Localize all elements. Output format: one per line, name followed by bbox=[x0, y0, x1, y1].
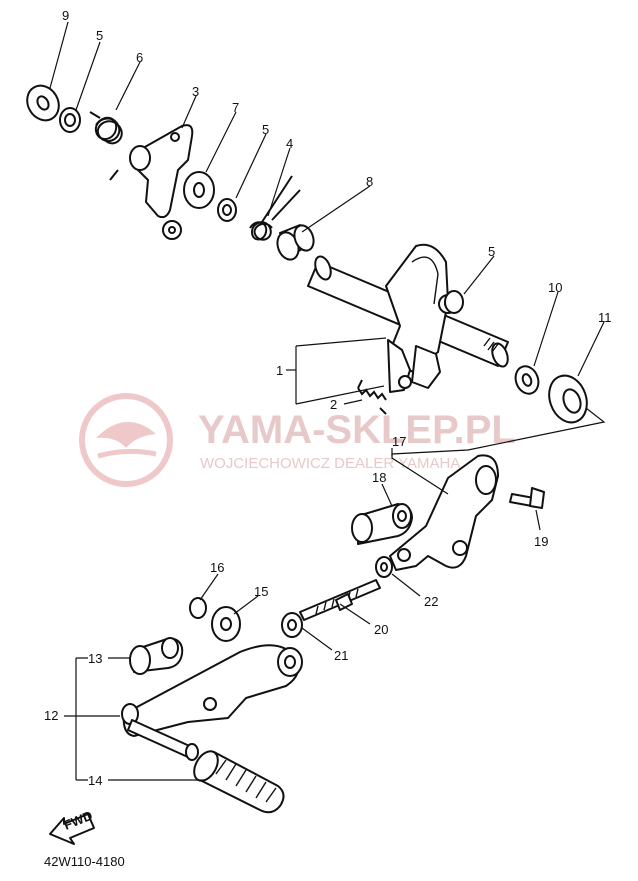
callout-14: 14 bbox=[88, 773, 102, 788]
callout-20: 20 bbox=[374, 622, 388, 637]
part-16-circlip bbox=[189, 597, 207, 619]
part-22-nut bbox=[375, 556, 393, 578]
callout-10: 10 bbox=[548, 280, 562, 295]
part-12-shift-pedal bbox=[121, 644, 303, 761]
callout-18: 18 bbox=[372, 470, 386, 485]
part-7-washer bbox=[183, 171, 215, 209]
part-11-oil-seal bbox=[548, 374, 588, 424]
part-3-stopper-lever bbox=[129, 124, 194, 240]
part-18-joint bbox=[351, 503, 413, 545]
watermark: YAMA-SKLEP.PL WOJCIECHOWICZ DEALER YAMAH… bbox=[79, 393, 516, 487]
part-10-washer bbox=[514, 365, 540, 395]
callout-6: 6 bbox=[136, 50, 143, 65]
callout-22: 22 bbox=[424, 594, 438, 609]
callout-8: 8 bbox=[366, 174, 373, 189]
part-17-shift-arm bbox=[389, 454, 499, 571]
part-9-washer bbox=[26, 84, 60, 122]
callout-5b: 5 bbox=[262, 122, 269, 137]
callout-9: 9 bbox=[62, 8, 69, 23]
part-19-bolt bbox=[509, 487, 545, 509]
callout-12: 12 bbox=[44, 708, 58, 723]
diagram-code: 42W110-4180 bbox=[44, 854, 125, 869]
callout-labels: 9 5 6 3 7 5 4 8 5 10 11 1 2 17 18 19 22 … bbox=[44, 8, 612, 788]
part-8-collar bbox=[276, 224, 315, 261]
fwd-arrow-icon: FWD bbox=[49, 808, 95, 845]
callout-19: 19 bbox=[534, 534, 548, 549]
part-21-nut bbox=[281, 612, 303, 638]
callout-13: 13 bbox=[88, 651, 102, 666]
watermark-title: YAMA-SKLEP.PL bbox=[198, 408, 516, 452]
part-6-spring bbox=[89, 111, 123, 181]
callout-2: 2 bbox=[330, 397, 337, 412]
part-15-washer bbox=[211, 606, 241, 642]
callout-15: 15 bbox=[254, 584, 268, 599]
callout-1: 1 bbox=[276, 363, 283, 378]
leader-lines bbox=[49, 21, 606, 781]
part-1-shift-shaft bbox=[307, 243, 509, 393]
part-13-joint bbox=[129, 637, 184, 675]
callout-5a: 5 bbox=[96, 28, 103, 43]
callout-16: 16 bbox=[210, 560, 224, 575]
callout-17: 17 bbox=[392, 434, 406, 449]
callout-4: 4 bbox=[286, 136, 293, 151]
part-20-shift-rod bbox=[299, 579, 381, 621]
part-5-circlip-b bbox=[217, 198, 237, 222]
callout-3: 3 bbox=[192, 84, 199, 99]
part-14-pedal-rubber bbox=[193, 750, 285, 814]
callout-11: 11 bbox=[598, 310, 612, 325]
part-5-circlip-c bbox=[444, 290, 464, 314]
watermark-logo-icon bbox=[79, 393, 173, 487]
part-4-spring bbox=[249, 175, 301, 241]
part-2-spring bbox=[357, 379, 387, 415]
callout-5c: 5 bbox=[488, 244, 495, 259]
callout-21: 21 bbox=[334, 648, 348, 663]
part-5-circlip-a bbox=[59, 107, 81, 133]
callout-7: 7 bbox=[232, 100, 239, 115]
watermark-subtitle: WOJCIECHOWICZ DEALER YAMAHA bbox=[200, 455, 460, 472]
